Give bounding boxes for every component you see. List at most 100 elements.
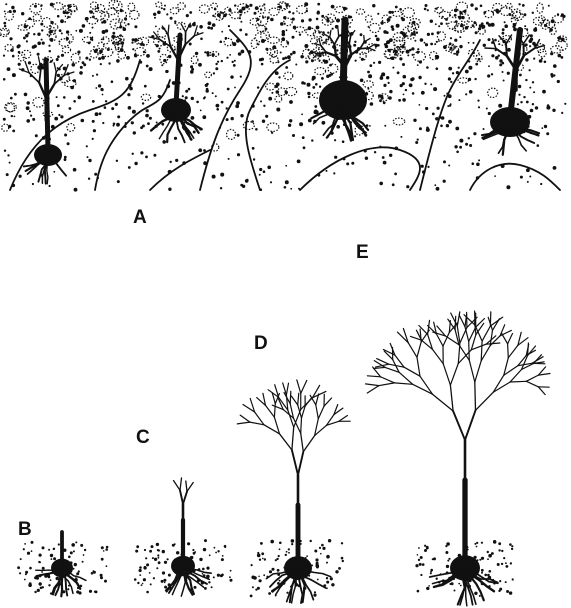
granule-dot <box>164 5 166 7</box>
granule-dot <box>261 63 264 66</box>
granule-ring <box>403 8 415 18</box>
granule-dot <box>277 569 280 572</box>
granule-dot <box>418 547 420 549</box>
granule-dot <box>509 543 512 546</box>
granule-dot <box>278 76 280 78</box>
granule-dot <box>162 550 165 553</box>
dendrite-branch <box>39 69 41 83</box>
granule-dot <box>333 172 335 174</box>
granule-dot <box>481 557 484 560</box>
granule-dot <box>132 48 134 50</box>
granule-dot <box>419 104 421 106</box>
dendrite-branch <box>180 490 183 504</box>
granule-dot <box>299 122 303 126</box>
granule-dot <box>104 106 107 109</box>
granule-dot <box>60 115 63 118</box>
panel-label-c: C <box>136 428 150 447</box>
granule-dot <box>289 100 293 104</box>
granule-dot <box>346 162 349 165</box>
granule-ring <box>266 83 275 90</box>
granule-dot <box>326 170 328 172</box>
granule-dot <box>34 45 37 48</box>
granule-dot <box>188 88 191 91</box>
granule-dot <box>272 45 276 49</box>
granule-dot <box>189 11 192 14</box>
granule-dot <box>259 579 262 582</box>
granule-dot <box>140 151 143 154</box>
dendrite-branch <box>469 360 475 382</box>
dendrite-branch <box>367 386 379 393</box>
granule-dot <box>145 114 149 118</box>
dendrite-branch <box>457 312 460 326</box>
granule-dot <box>100 88 103 91</box>
granule-dot <box>365 157 368 160</box>
granule-dot <box>263 3 265 5</box>
granule-dot <box>58 543 60 545</box>
granule-dot <box>413 119 416 122</box>
granule-dot <box>28 61 31 64</box>
granule-dot <box>387 18 391 22</box>
granule-dot <box>544 125 547 128</box>
granule-dot <box>479 559 481 561</box>
granule-dot <box>472 162 475 165</box>
granule-dot <box>385 43 387 45</box>
granule-ring <box>394 37 405 47</box>
granule-ring <box>295 27 305 32</box>
granule-dot <box>417 554 419 556</box>
granule-dot <box>95 112 99 116</box>
granule-dot <box>276 83 280 87</box>
granule-dot <box>481 542 483 544</box>
granule-dot <box>197 32 199 34</box>
granule-dot <box>71 543 75 547</box>
granule-dot <box>230 75 233 78</box>
granule-ring <box>107 8 117 14</box>
granule-dot <box>289 119 292 122</box>
granule-dot <box>501 563 503 565</box>
granule-dot <box>447 560 449 562</box>
granule-dot <box>41 571 43 573</box>
granule-dot <box>154 558 157 561</box>
granule-dot <box>314 550 317 553</box>
dendrite-branch <box>481 341 482 361</box>
granule-dot <box>32 118 35 121</box>
granule-dot <box>386 76 389 79</box>
granule-dot <box>10 97 13 100</box>
granule-dot <box>416 32 418 34</box>
granule-dot <box>405 89 407 91</box>
granule-dot <box>420 556 423 559</box>
dendrite-branch <box>364 36 365 42</box>
granule-dot <box>88 42 91 45</box>
granule-dot <box>378 61 381 64</box>
granule-dot <box>255 128 258 131</box>
granule-dot <box>512 578 514 580</box>
granule-dot <box>511 545 513 547</box>
granule-dot <box>47 34 49 36</box>
granule-dot <box>249 4 252 7</box>
granule-dot <box>205 84 208 87</box>
granule-dot <box>99 52 101 54</box>
granule-dot <box>502 71 504 73</box>
granule-dot <box>389 154 392 157</box>
granule-dot <box>213 576 215 578</box>
granule-dot <box>193 131 196 134</box>
granule-dot <box>98 57 101 60</box>
granule-dot <box>199 25 203 29</box>
granule-dot <box>424 549 427 552</box>
granule-dot <box>212 15 214 17</box>
granule-dot <box>158 549 160 551</box>
granule-dot <box>459 36 461 38</box>
granule-dot <box>202 115 206 119</box>
granule-dot <box>504 21 506 23</box>
granule-dot <box>398 99 401 102</box>
granule-dot <box>128 106 132 110</box>
granule-dot <box>3 78 6 81</box>
granule-dot <box>139 574 141 576</box>
granule-dot <box>117 180 120 183</box>
granule-dot <box>498 55 500 57</box>
granule-dot <box>208 21 212 25</box>
granule-dot <box>66 30 69 33</box>
granule-dot <box>268 97 272 101</box>
granule-dot <box>452 72 454 74</box>
granule-dot <box>268 592 271 595</box>
granule-dot <box>23 548 25 550</box>
